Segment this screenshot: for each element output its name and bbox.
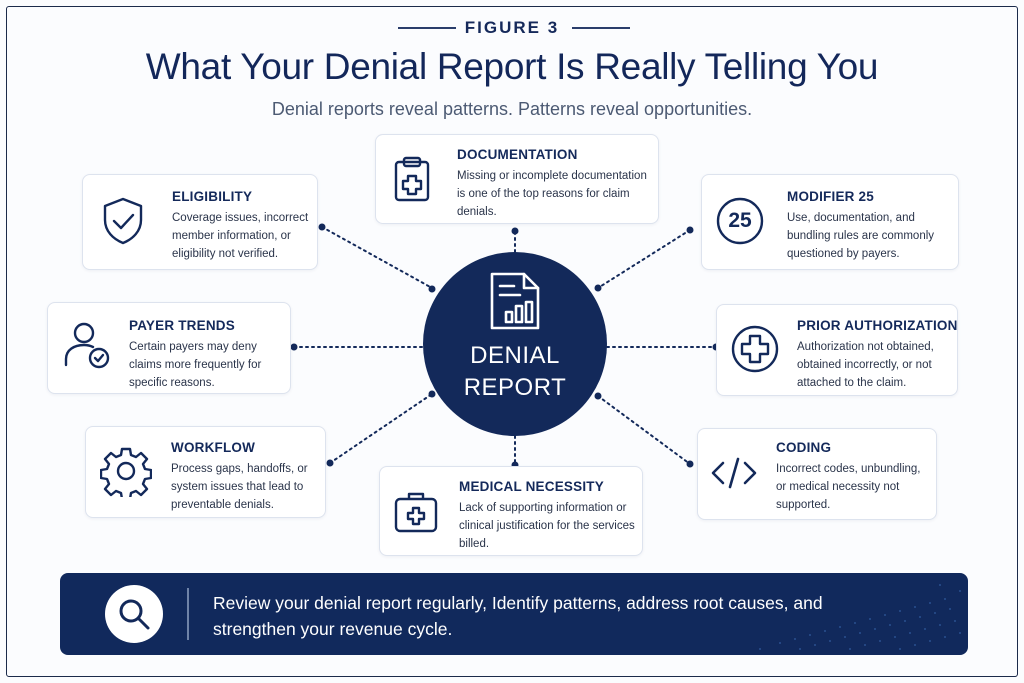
card-workflow: WORKFLOW Process gaps, handoffs, or syst… xyxy=(85,426,326,518)
dot-modifier-hub xyxy=(594,284,602,292)
dot-workflow xyxy=(326,459,334,467)
search-icon xyxy=(119,599,150,630)
banner-text: Review your denial report regularly, Ide… xyxy=(213,593,823,639)
card-desc-eligibility: Coverage issues, incorrect member inform… xyxy=(172,212,309,260)
hub-title-line1: DENIAL xyxy=(470,342,560,369)
number-badge-icon xyxy=(714,195,766,247)
card-title-coding: CODING xyxy=(776,440,832,455)
user-check-icon xyxy=(62,319,114,371)
card-desc-documentation: Missing or incomplete documentation is o… xyxy=(457,170,647,218)
dot-payer xyxy=(290,343,298,351)
code-brackets-icon xyxy=(708,447,760,499)
card-title-workflow: WORKFLOW xyxy=(171,440,256,455)
card-coding: CODING Incorrect codes, unbundling, or m… xyxy=(697,428,937,520)
dot-coding-hub xyxy=(594,392,602,400)
card-modifier-25: 25 MODIFIER 25 Use, documentation, and b… xyxy=(701,174,959,270)
card-title-medical-necessity: MEDICAL NECESSITY xyxy=(459,479,604,494)
figure-label-rule-left xyxy=(398,27,456,29)
dot-eligibility xyxy=(318,223,326,231)
dot-coding xyxy=(686,460,694,468)
connector-modifier xyxy=(597,229,691,289)
card-documentation: DOCUMENTATION Missing or incomplete docu… xyxy=(375,134,659,224)
card-title-eligibility: ELIGIBILITY xyxy=(172,189,253,204)
shield-check-icon xyxy=(97,195,149,247)
card-desc-workflow: Process gaps, handoffs, or system issues… xyxy=(171,463,308,511)
banner-icon-circle xyxy=(105,585,163,643)
card-desc-coding: Incorrect codes, unbundling, or medical … xyxy=(776,463,921,511)
hub-title-line2: REPORT xyxy=(463,374,567,401)
figure-label: FIGURE 3 xyxy=(464,18,560,37)
dot-eligibility-hub xyxy=(428,285,436,293)
card-title-payer-trends: PAYER TRENDS xyxy=(129,318,235,333)
modifier-icon-text: 25 xyxy=(728,209,752,232)
card-desc-medical-necessity: Lack of supporting information or clinic… xyxy=(459,502,635,550)
card-medical-necessity: MEDICAL NECESSITY Lack of supporting inf… xyxy=(379,466,643,556)
banner-dot-pattern xyxy=(759,584,961,650)
card-title-modifier: MODIFIER 25 xyxy=(787,189,874,204)
card-desc-modifier: Use, documentation, and bundling rules a… xyxy=(787,212,935,260)
card-title-prior-authorization: PRIOR AUTHORIZATION xyxy=(797,318,958,333)
report-chart-icon xyxy=(490,272,540,330)
callout-banner xyxy=(60,573,968,655)
card-desc-payer-trends: Certain payers may deny claims more freq… xyxy=(129,341,262,389)
connector-workflow xyxy=(329,393,433,464)
figure-frame xyxy=(6,6,1018,677)
dot-modifier xyxy=(686,226,694,234)
clipboard-plus-icon xyxy=(386,153,438,205)
denial-report-hub xyxy=(423,252,607,436)
connector-coding xyxy=(597,395,691,465)
connector-eligibility xyxy=(321,226,433,289)
page-subtitle: Denial reports reveal patterns. Patterns… xyxy=(271,99,753,119)
gear-icon xyxy=(99,445,153,501)
card-desc-prior-authorization: Authorization not obtained, obtained inc… xyxy=(797,341,934,389)
page-title: What Your Denial Report Is Really Tellin… xyxy=(145,46,879,87)
hub-title: DENIAL REPORT xyxy=(423,340,607,404)
card-prior-authorization: PRIOR AUTHORIZATION Authorization not ob… xyxy=(716,304,958,396)
banner-divider xyxy=(187,588,189,640)
dot-documentation xyxy=(511,227,519,235)
card-eligibility: ELIGIBILITY Coverage issues, incorrect m… xyxy=(82,174,318,270)
circle-plus-icon xyxy=(729,323,781,375)
figure-label-rule-right xyxy=(572,27,630,29)
medical-kit-icon xyxy=(390,485,442,537)
dot-workflow-hub xyxy=(428,390,436,398)
card-payer-trends: PAYER TRENDS Certain payers may deny cla… xyxy=(47,302,291,394)
card-title-documentation: DOCUMENTATION xyxy=(457,147,578,162)
